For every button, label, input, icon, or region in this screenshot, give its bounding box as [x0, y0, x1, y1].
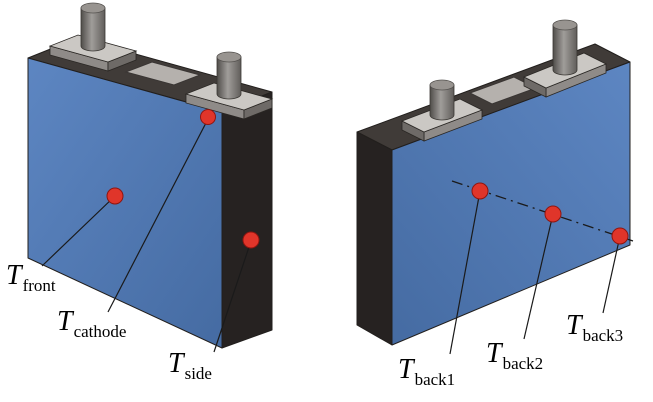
right-battery-side-face	[356, 131, 393, 346]
leader-t-back1	[449, 190, 481, 355]
sensor-dot-t-cathode	[200, 109, 216, 125]
label-t-back3: Tback3	[566, 310, 624, 345]
left-battery-vent-pad	[124, 61, 202, 86]
label-symbol: T	[398, 354, 414, 385]
leader-t-front	[41, 195, 116, 267]
label-t-front: Tfront	[6, 260, 56, 295]
terminal-post-top	[216, 51, 242, 63]
sensor-dot-t-side	[242, 231, 260, 249]
label-subscript: cathode	[73, 322, 127, 341]
sensor-dot-t-front	[106, 187, 124, 205]
right-battery-terminal-right	[523, 19, 607, 98]
label-t-side: Tside	[168, 348, 212, 383]
leader-t-side	[213, 240, 252, 353]
right-battery-terminal-left	[401, 79, 483, 142]
sensor-dot-t-back1	[471, 182, 489, 200]
label-t-back1: Tback1	[398, 354, 456, 389]
left-battery-side-face	[221, 91, 273, 349]
label-symbol: T	[566, 310, 582, 341]
label-symbol: T	[486, 338, 502, 369]
label-t-cathode: Tcathode	[57, 306, 127, 341]
left-battery-terminal-right	[184, 51, 274, 120]
label-subscript: front	[22, 276, 56, 295]
terminal-post-top	[552, 19, 578, 31]
leader-t-back2	[523, 213, 554, 340]
leader-t-cathode	[107, 118, 209, 313]
terminal-post-top	[80, 2, 106, 14]
label-subscript: back2	[502, 354, 544, 373]
label-symbol: T	[6, 260, 22, 291]
leader-t-back3	[602, 235, 621, 314]
left-battery	[27, 2, 274, 353]
terminal-post-body	[216, 56, 242, 100]
terminal-post-body	[552, 24, 578, 76]
terminal-post-body	[429, 84, 455, 121]
label-symbol: T	[57, 306, 73, 337]
label-subscript: side	[184, 364, 212, 383]
right-battery-vent-pad	[468, 76, 538, 105]
sensor-dot-t-back3	[611, 227, 629, 245]
label-t-back2: Tback2	[486, 338, 544, 373]
label-subscript: back3	[582, 326, 624, 345]
label-subscript: back1	[414, 370, 456, 389]
left-battery-terminal-left	[48, 2, 138, 72]
left-battery-front-face	[27, 57, 223, 349]
sensor-dot-t-back2	[544, 205, 562, 223]
label-symbol: T	[168, 348, 184, 379]
terminal-post-top	[429, 79, 455, 91]
terminal-post-body	[80, 7, 106, 52]
right-battery	[356, 19, 634, 355]
